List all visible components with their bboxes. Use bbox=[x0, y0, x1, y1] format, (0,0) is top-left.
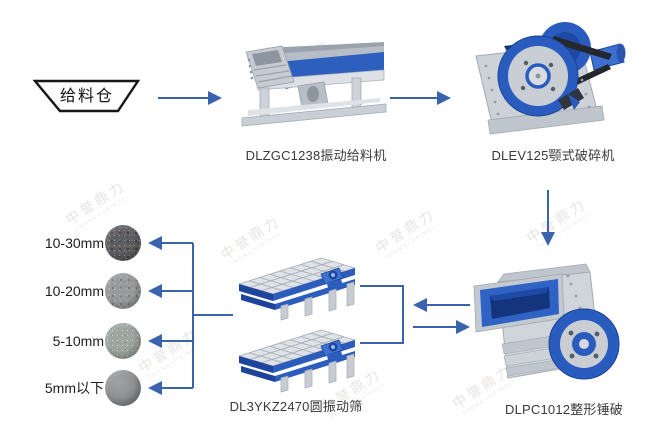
feed-bin-trapezoid bbox=[33, 79, 141, 113]
arrow-product-5-10 bbox=[148, 334, 193, 348]
hammer-crusher-image bbox=[468, 250, 626, 396]
vibrating-feeder-image bbox=[232, 32, 396, 142]
vibrating-feeder-drawing bbox=[241, 42, 387, 127]
watermark-subtext: ZHONGYUDINGLI bbox=[384, 221, 441, 261]
watermark-text: 中誉鼎力 bbox=[523, 195, 590, 246]
product-sample-5-10mm bbox=[105, 323, 141, 359]
watermark-subtext: ZHONGYUDINGLI bbox=[535, 211, 592, 251]
feeder-label: DLZGC1238振动给料机 bbox=[245, 148, 387, 163]
arrow-jaw-to-hammer bbox=[541, 190, 555, 246]
product-size-label-3: 5-10mm bbox=[52, 333, 104, 349]
product-size-label-1: 10-30mm bbox=[44, 235, 104, 251]
product-size-label-4: 5mm以下 bbox=[44, 380, 104, 396]
jaw-crusher-image bbox=[462, 14, 628, 142]
arrow-product-10-20 bbox=[148, 284, 193, 298]
arrow-product-5-under bbox=[148, 381, 193, 395]
vibrating-screen-drawing bbox=[238, 257, 356, 321]
product-sample-5mm-under bbox=[105, 370, 141, 406]
screen-label: DL3YKZ2470圆振动筛 bbox=[229, 399, 363, 414]
screen-output-bracket bbox=[360, 285, 404, 344]
feed-bin-label: 给料仓 bbox=[59, 88, 114, 105]
product-size-label-2: 10-20mm bbox=[44, 283, 104, 299]
vibrating-screen-image-1 bbox=[237, 256, 365, 322]
watermark-text: 中誉鼎力 bbox=[135, 325, 202, 376]
arrow-screen-to-hammer bbox=[413, 320, 470, 334]
product-sample-10-30mm bbox=[105, 225, 141, 261]
feed-bin-node: 给料仓 bbox=[33, 79, 141, 114]
watermark-subtext: ZHONGYUDINGLI bbox=[147, 341, 204, 381]
screen-to-products-connector bbox=[192, 243, 233, 388]
watermark-text: 中誉鼎力 bbox=[372, 205, 439, 256]
arrow-feeder-to-jaw bbox=[390, 91, 451, 105]
vibrating-screen-drawing bbox=[238, 329, 356, 393]
arrow-hammer-to-screen bbox=[413, 298, 470, 312]
jaw-crusher-label: DLEV125颚式破碎机 bbox=[491, 148, 615, 163]
vibrating-screen-image-2 bbox=[237, 328, 365, 394]
arrow-bin-to-feeder bbox=[158, 91, 222, 105]
watermark-text: 中誉鼎力 bbox=[62, 177, 129, 228]
hammer-crusher-label: DLPC1012整形锤破 bbox=[505, 402, 623, 417]
arrow-product-10-30 bbox=[148, 236, 193, 250]
product-sample-10-20mm bbox=[105, 273, 141, 309]
jaw-crusher-drawing bbox=[475, 22, 626, 135]
hammer-crusher-drawing bbox=[473, 263, 620, 380]
